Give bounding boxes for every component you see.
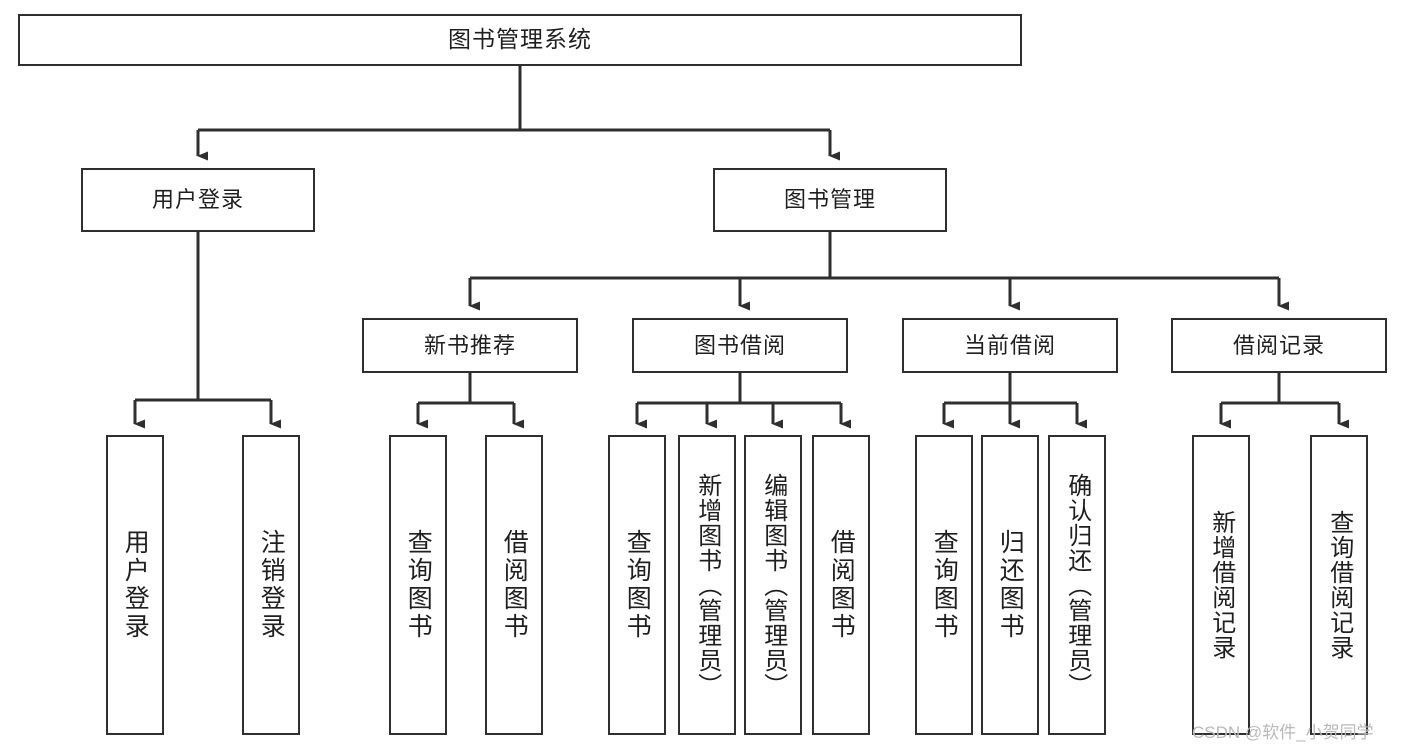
node-label: 查询图书 [623, 529, 652, 641]
node-borrow-record[interactable]: 借阅记录 [1171, 318, 1387, 373]
node-label: 新书推荐 [423, 332, 516, 358]
node-label: 当前借阅 [963, 332, 1056, 358]
node-new-book-recommend[interactable]: 新书推荐 [362, 318, 578, 373]
node-label: 用户登录 [151, 187, 244, 213]
node-label: 查询图书 [404, 529, 433, 641]
node-label: 确认归还（管理员） [1063, 472, 1091, 698]
node-leaf-current-confirm-return-admin[interactable]: 确认归还（管理员） [1048, 435, 1106, 735]
node-label: 借阅图书 [827, 529, 856, 641]
node-leaf-current-return-book[interactable]: 归还图书 [981, 435, 1039, 735]
node-book-management[interactable]: 图书管理 [713, 168, 947, 232]
node-label: 查询图书 [930, 529, 959, 641]
node-label: 编辑图书（管理员） [759, 472, 787, 698]
node-leaf-borrow-borrow-book[interactable]: 借阅图书 [812, 435, 870, 735]
node-leaf-borrow-add-book-admin[interactable]: 新增图书（管理员） [678, 435, 736, 735]
node-leaf-user-login-logout[interactable]: 注销登录 [242, 435, 300, 735]
node-label: 图书管理系统 [448, 26, 592, 53]
node-leaf-recommend-borrow-book[interactable]: 借阅图书 [485, 435, 543, 735]
node-book-borrow[interactable]: 图书借阅 [632, 318, 848, 373]
node-leaf-current-query-book[interactable]: 查询图书 [915, 435, 973, 735]
node-user-login[interactable]: 用户登录 [81, 168, 315, 232]
node-leaf-borrow-edit-book-admin[interactable]: 编辑图书（管理员） [744, 435, 802, 735]
node-label: 新增图书（管理员） [693, 472, 721, 698]
node-label: 新增借阅记录 [1207, 510, 1235, 660]
node-label: 用户登录 [121, 529, 150, 641]
node-label: 借阅图书 [500, 529, 529, 641]
node-label: 查询借阅记录 [1325, 510, 1353, 660]
node-current-borrow[interactable]: 当前借阅 [902, 318, 1118, 373]
node-leaf-record-query-record[interactable]: 查询借阅记录 [1310, 435, 1368, 735]
csdn-watermark: CSDN @软件_小贺同学 [1192, 723, 1374, 742]
node-leaf-recommend-query-book[interactable]: 查询图书 [389, 435, 447, 735]
node-leaf-user-login-login[interactable]: 用户登录 [106, 435, 164, 735]
node-root-book-management-system[interactable]: 图书管理系统 [18, 14, 1022, 66]
node-label: 借阅记录 [1232, 332, 1325, 358]
node-label: 注销登录 [257, 529, 286, 641]
node-label: 图书借阅 [693, 332, 786, 358]
node-label: 图书管理 [783, 187, 876, 213]
node-leaf-borrow-query-book[interactable]: 查询图书 [608, 435, 666, 735]
node-leaf-record-add-record[interactable]: 新增借阅记录 [1192, 435, 1250, 735]
node-label: 归还图书 [996, 529, 1025, 641]
